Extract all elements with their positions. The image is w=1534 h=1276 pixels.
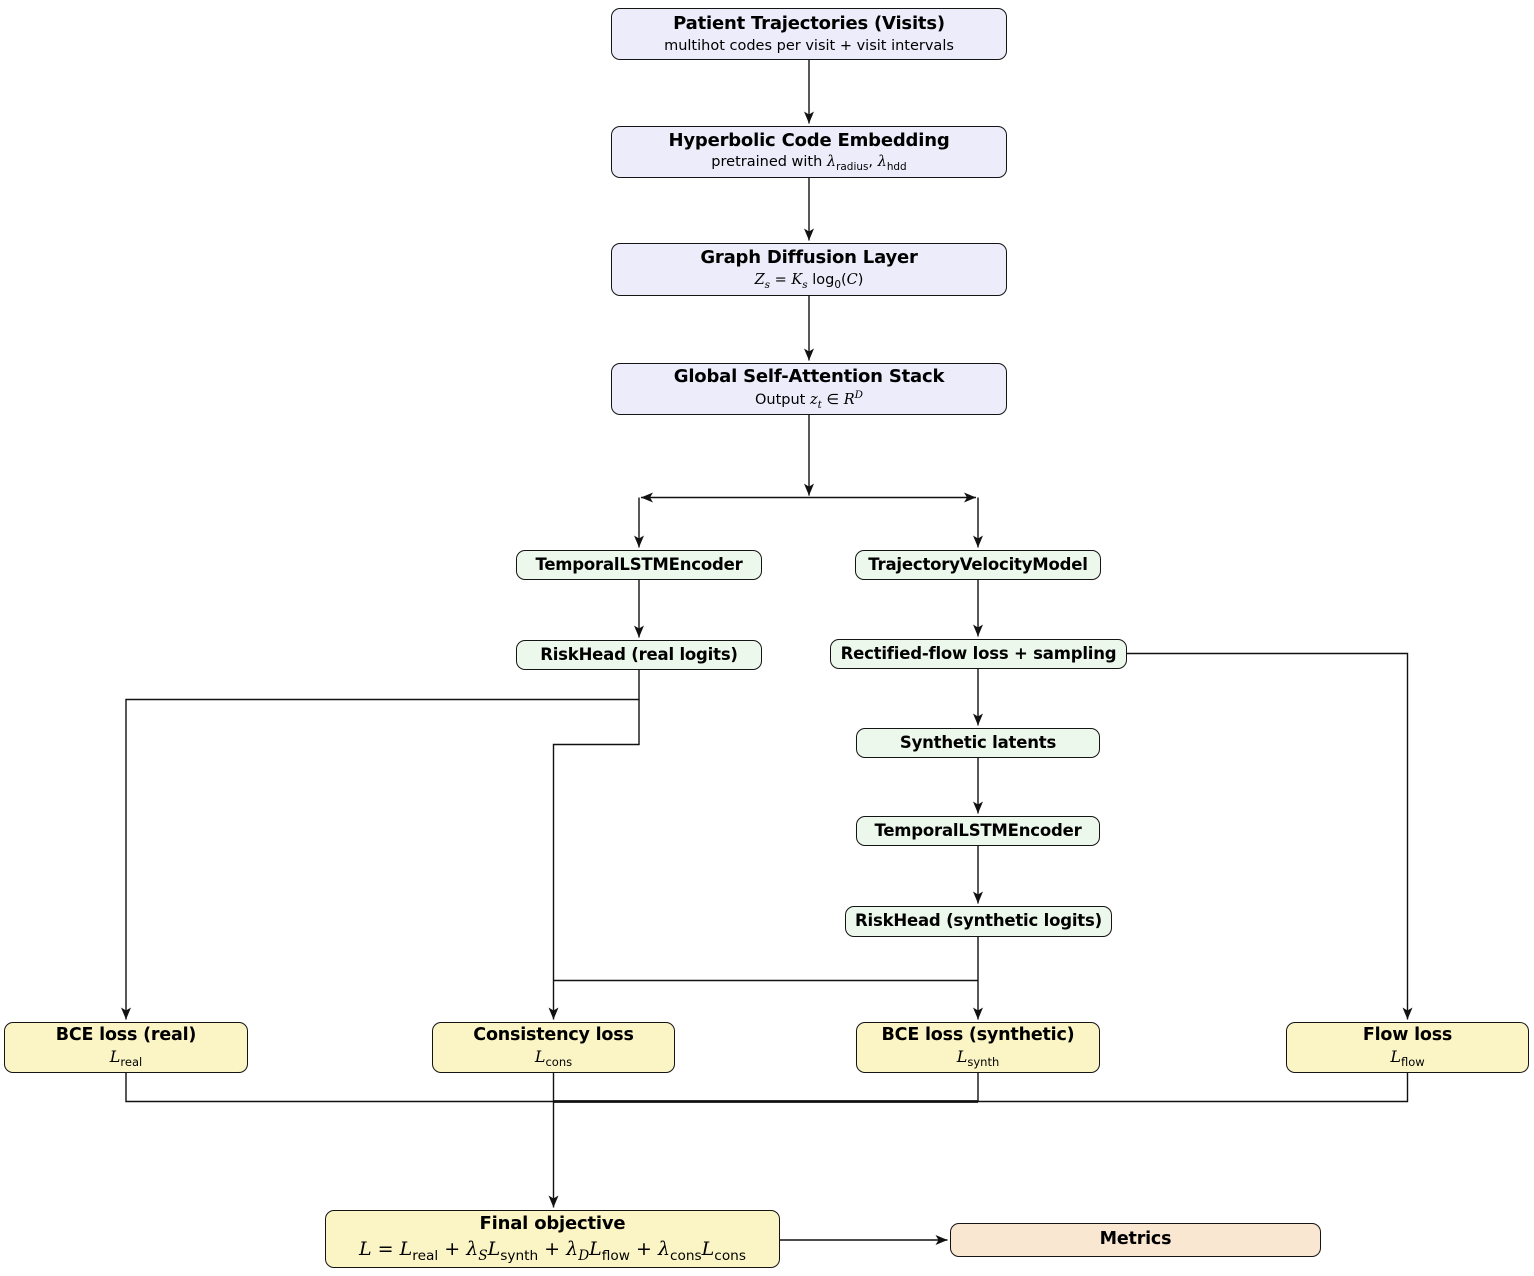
- node-title: TrajectoryVelocityModel: [868, 554, 1088, 574]
- node-formula: Lreal: [109, 1047, 143, 1070]
- node-subtitle: multihot codes per visit + visit interva…: [664, 37, 954, 54]
- hyperbolic-embedding-node: Hyperbolic Code Embedding pretrained wit…: [611, 126, 1007, 178]
- riskhead-synthetic-logits-node: RiskHead (synthetic logits): [845, 906, 1112, 937]
- node-title: Patient Trajectories (Visits): [673, 13, 945, 35]
- node-title: Flow loss: [1362, 1025, 1453, 1046]
- node-formula: Lsynth: [956, 1047, 1000, 1070]
- edge-riskhead-real-to-consistency: [548, 699, 640, 1020]
- edge-rectflow-to-flow-loss: [1127, 652, 1413, 1020]
- node-title: Synthetic latents: [899, 732, 1057, 752]
- temporal-lstm-encoder-real-node: TemporalLSTMEncoder: [516, 550, 762, 580]
- trajectory-velocity-model-node: TrajectoryVelocityModel: [855, 550, 1101, 580]
- node-title: Final objective: [479, 1213, 626, 1235]
- node-title: Rectified-flow loss + sampling: [840, 643, 1117, 663]
- node-title: Global Self-Attention Stack: [673, 365, 945, 387]
- synthetic-latents-node: Synthetic latents: [856, 728, 1100, 758]
- riskhead-real-logits-node: RiskHead (real logits): [516, 640, 762, 670]
- rectified-flow-loss-sampling-node: Rectified-flow loss + sampling: [830, 639, 1127, 669]
- temporal-lstm-encoder-synth-node: TemporalLSTMEncoder: [856, 816, 1100, 846]
- node-subtitle: pretrained with λradius, λhdd: [711, 154, 907, 174]
- patient-trajectories-node: Patient Trajectories (Visits) multihot c…: [611, 8, 1007, 60]
- node-title: TemporalLSTMEncoder: [535, 554, 743, 574]
- edge-riskhead-real-to-bce-real: [121, 670, 640, 1020]
- consistency-loss-node: Consistency loss Lcons: [432, 1022, 675, 1073]
- node-formula: Lflow: [1390, 1047, 1425, 1070]
- graph-diffusion-node: Graph Diffusion Layer Zs = Ks log0(C): [611, 243, 1007, 296]
- node-formula: L = Lreal + λSLsynth + λDLflow + λconsLc…: [359, 1237, 746, 1264]
- final-objective-node: Final objective L = Lreal + λSLsynth + λ…: [325, 1210, 780, 1268]
- bce-loss-synthetic-node: BCE loss (synthetic) Lsynth: [856, 1022, 1100, 1073]
- node-title: RiskHead (real logits): [540, 644, 738, 664]
- edge-bce-real-to-bus: [125, 1073, 554, 1103]
- node-title: Consistency loss: [473, 1025, 634, 1046]
- node-title: RiskHead (synthetic logits): [855, 911, 1102, 931]
- node-formula: Lcons: [534, 1047, 573, 1070]
- node-subtitle: Output zt ∈ RD: [755, 389, 863, 412]
- node-title: TemporalLSTMEncoder: [874, 820, 1082, 840]
- metrics-node: Metrics: [950, 1223, 1321, 1257]
- node-subtitle: Zs = Ks log0(C): [754, 271, 864, 291]
- bce-loss-real-node: BCE loss (real) Lreal: [4, 1022, 248, 1073]
- edge-flow-loss-to-bus: [978, 1073, 1409, 1103]
- node-title: Hyperbolic Code Embedding: [668, 129, 950, 151]
- flow-loss-node: Flow loss Lflow: [1286, 1022, 1529, 1073]
- self-attention-stack-node: Global Self-Attention Stack Output zt ∈ …: [611, 363, 1007, 415]
- node-title: BCE loss (real): [55, 1025, 197, 1046]
- node-title: Graph Diffusion Layer: [700, 247, 918, 269]
- node-title: BCE loss (synthetic): [881, 1025, 1075, 1046]
- node-title: Metrics: [1099, 1229, 1172, 1250]
